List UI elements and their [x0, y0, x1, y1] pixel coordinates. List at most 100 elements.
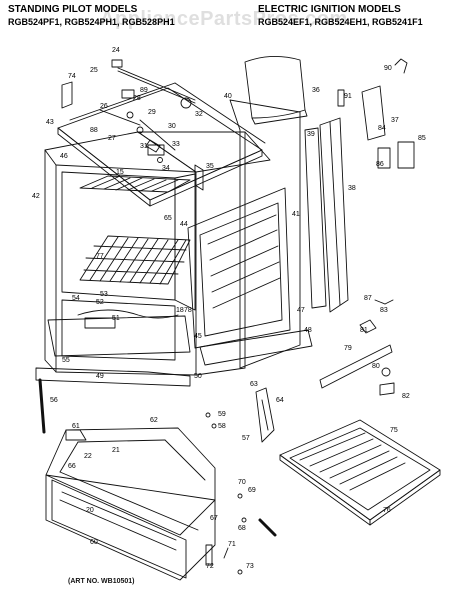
part-label-22: 22	[84, 453, 92, 460]
part-label-42: 42	[32, 193, 40, 200]
side-trim-39	[304, 127, 327, 309]
part-label-40: 40	[224, 93, 232, 100]
part-label-67: 67	[210, 515, 218, 522]
part-label-48: 48	[304, 327, 312, 334]
part-label-24: 24	[112, 47, 120, 54]
part-label-43: 43	[46, 119, 54, 126]
clip-91	[337, 89, 345, 107]
right-model-list: RGB524EF1, RGB524EH1, RGB5241F1	[258, 17, 423, 27]
part-label-55: 55	[62, 357, 70, 364]
part-label-59: 59	[218, 411, 226, 418]
part-label-84: 84	[378, 125, 386, 132]
part-label-77: 77	[96, 253, 104, 260]
right-section-title: ELECTRIC IGNITION MODELS	[258, 4, 401, 15]
screw-parts	[205, 412, 277, 575]
part-label-87: 87	[364, 295, 372, 302]
part-number-labels: 24 25 74 26 27 28 29 30 32 33 34 35 36 40 43 46 42 47 44 45…	[32, 47, 426, 570]
part-label-33: 33	[172, 141, 180, 148]
hinge-assembly	[255, 387, 275, 443]
part-label-63: 63	[250, 381, 258, 388]
part-label-66: 66	[68, 463, 76, 470]
part-label-53: 53	[100, 291, 108, 298]
part-label-91: 91	[344, 93, 352, 100]
ignition-module-85	[377, 141, 415, 169]
part-label-56: 56	[50, 397, 58, 404]
left-section-title: STANDING PILOT MODELS	[8, 4, 138, 15]
part-label-80: 80	[372, 363, 380, 370]
part-label-52: 52	[96, 299, 104, 306]
bracket-37	[361, 85, 386, 141]
part-label-75: 75	[390, 427, 398, 434]
part-label-35: 35	[206, 163, 214, 170]
part-label-90: 90	[384, 65, 392, 72]
part-label-21: 21	[112, 447, 120, 454]
broiler-pan	[279, 419, 441, 526]
part-label-27: 27	[108, 135, 116, 142]
cooktop-top-panel	[57, 82, 266, 207]
part-label-60: 60	[90, 539, 98, 546]
part-label-69: 69	[248, 487, 256, 494]
part-label-51: 51	[112, 315, 120, 322]
part-label-31: 31	[140, 143, 148, 150]
oven-door-panel	[187, 187, 291, 349]
part-label-34: 34	[162, 165, 170, 172]
part-label-41: 41	[292, 211, 300, 218]
part-label-29: 29	[148, 109, 156, 116]
left-model-list: RGB524PF1, RGB524PH1, RGB528PH1	[8, 17, 175, 27]
part-label-25: 25	[90, 67, 98, 74]
part-label-20: 20	[86, 507, 94, 514]
part-label-81: 81	[360, 327, 368, 334]
storage-drawer	[45, 427, 216, 581]
watermark: AppliancePartsPros.com	[100, 8, 348, 30]
side-trim-38	[319, 117, 349, 313]
burner-assembly	[99, 59, 204, 191]
part-label-76: 76	[383, 507, 391, 514]
part-label-61: 61	[72, 423, 80, 430]
back-panel-strip	[229, 99, 301, 369]
part-label-45: 45	[194, 333, 202, 340]
part-label-79: 79	[344, 345, 352, 352]
burner-box-cover	[244, 56, 308, 125]
part-label-58: 58	[218, 423, 226, 430]
part-label-36: 36	[312, 87, 320, 94]
part-label-74: 74	[68, 73, 76, 80]
part-label-62: 62	[150, 417, 158, 424]
part-label-49: 49	[96, 373, 104, 380]
part-label-78: 78	[184, 307, 192, 314]
part-label-46: 46	[60, 153, 68, 160]
part-label-73: 73	[246, 563, 254, 570]
part-label-44: 44	[180, 221, 188, 228]
part-label-64: 64	[276, 397, 284, 404]
part-label-18: 18	[176, 307, 184, 314]
part-label-39: 39	[307, 131, 315, 138]
part-label-32: 32	[195, 111, 203, 118]
part-label-15: 15	[116, 169, 124, 176]
part-label-83: 83	[380, 307, 388, 314]
side-bracket-74	[61, 81, 73, 109]
part-label-85: 85	[418, 135, 426, 142]
valve-assembly	[319, 299, 395, 396]
part-label-89: 89	[140, 87, 148, 94]
part-label-65: 65	[164, 215, 172, 222]
part-label-82: 82	[402, 393, 410, 400]
part-label-38: 38	[348, 185, 356, 192]
side-trim-56	[38, 378, 46, 434]
part-label-54: 54	[72, 295, 80, 302]
part-label-57: 57	[242, 435, 250, 442]
part-label-50: 50	[194, 373, 202, 380]
part-label-68: 68	[238, 525, 246, 532]
kickplate	[35, 367, 191, 387]
part-label-37: 37	[391, 117, 399, 124]
part-label-30: 30	[168, 123, 176, 130]
wire-90	[394, 58, 408, 74]
oven-cabinet	[44, 131, 271, 376]
part-label-70: 70	[238, 479, 246, 486]
art-number: (ART NO. WB10501)	[68, 578, 135, 585]
lower-front-panel	[47, 315, 313, 366]
part-label-28: 28	[133, 95, 141, 102]
part-label-26: 26	[100, 103, 108, 110]
part-label-86: 86	[376, 161, 384, 168]
part-label-71: 71	[228, 541, 236, 548]
part-label-47: 47	[297, 307, 305, 314]
